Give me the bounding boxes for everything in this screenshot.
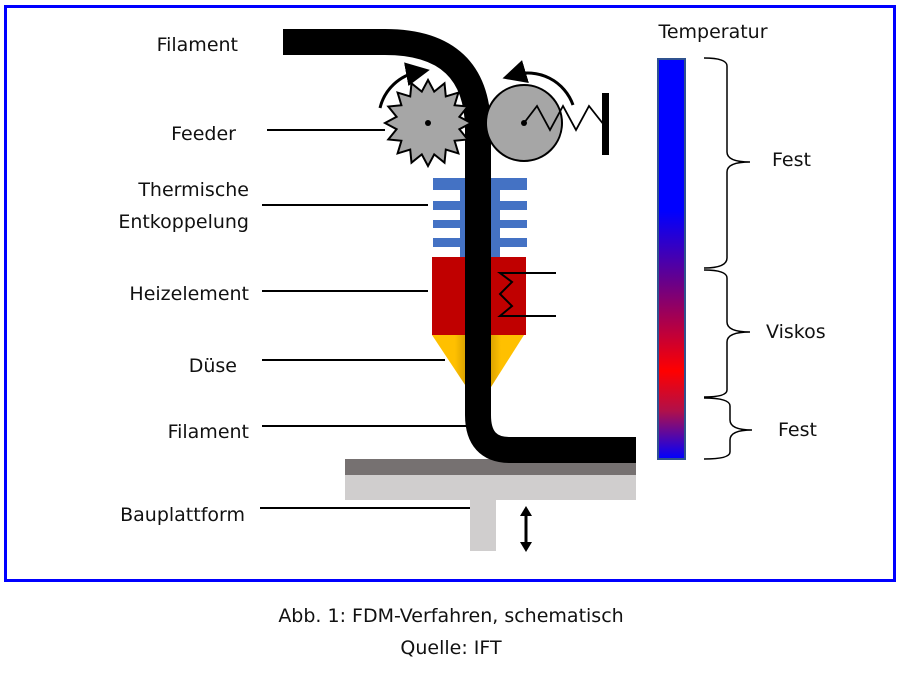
label-platform: Bauplattform bbox=[120, 504, 245, 526]
rotation-arrow-icon bbox=[378, 62, 430, 109]
label-thermal-1: Thermische bbox=[137, 179, 249, 201]
zone-label-solid-top: Fest bbox=[772, 149, 811, 171]
up-down-arrow-icon bbox=[520, 506, 532, 552]
caption-source: Quelle: IFT bbox=[400, 637, 502, 659]
label-filament-bottom: Filament bbox=[168, 421, 249, 443]
heater-coil bbox=[497, 272, 556, 317]
temperature-title: Temperatur bbox=[657, 21, 767, 43]
build-platform bbox=[345, 459, 636, 551]
figure-frame bbox=[4, 5, 896, 582]
label-filament-top: Filament bbox=[157, 34, 238, 56]
label-feeder: Feeder bbox=[171, 123, 236, 145]
label-nozzle: Düse bbox=[189, 355, 237, 377]
zone-label-viscous: Viskos bbox=[766, 321, 826, 343]
spring-icon bbox=[523, 104, 605, 132]
label-thermal-2: Entkoppelung bbox=[118, 211, 249, 233]
pressure-roller bbox=[485, 60, 609, 162]
caption-title: Abb. 1: FDM-Verfahren, schematisch bbox=[278, 605, 624, 627]
temperature-bar bbox=[657, 58, 686, 460]
label-heater: Heizelement bbox=[129, 283, 249, 305]
filament bbox=[283, 29, 636, 463]
temperature-braces bbox=[703, 57, 753, 460]
feeder-gear bbox=[378, 62, 474, 169]
leader-lines bbox=[260, 129, 470, 509]
rotation-arrow-icon bbox=[502, 60, 575, 106]
spring-mount bbox=[602, 93, 609, 155]
zone-label-solid-bottom: Fest bbox=[778, 419, 817, 441]
